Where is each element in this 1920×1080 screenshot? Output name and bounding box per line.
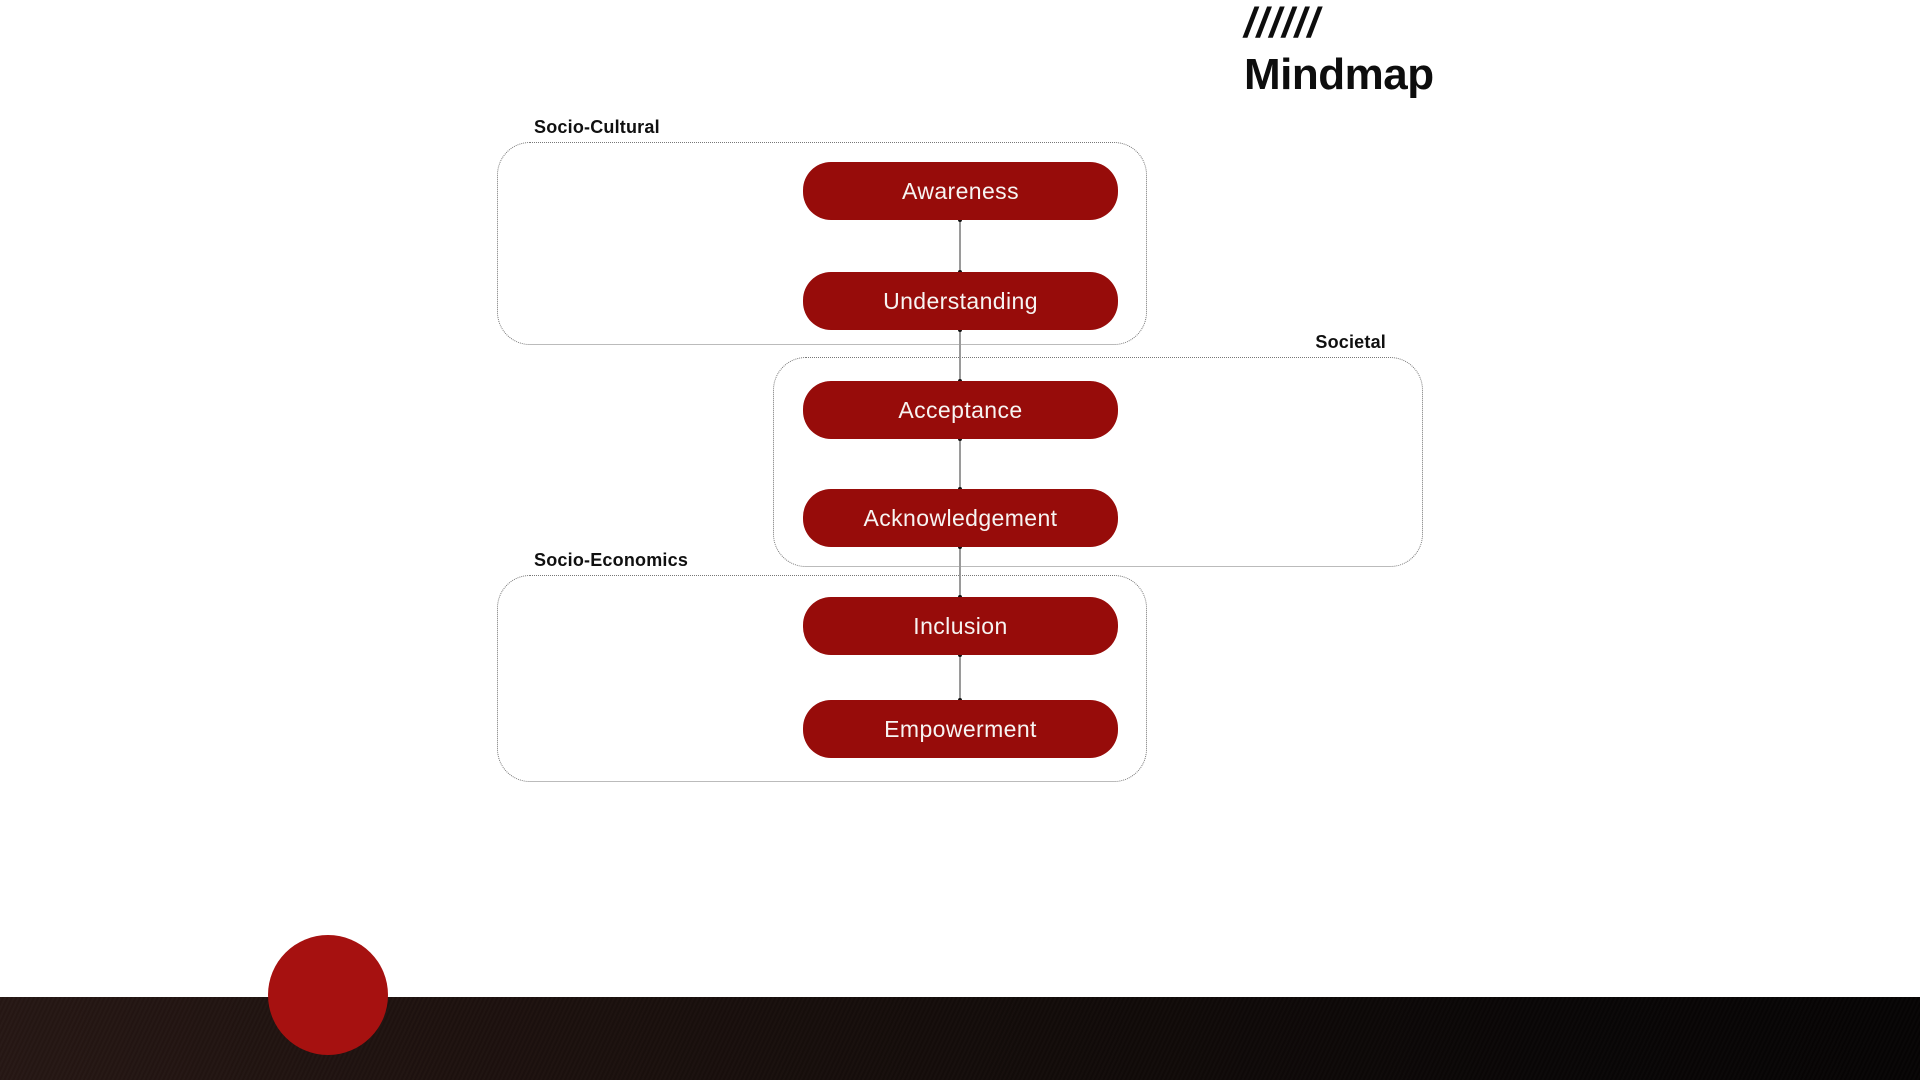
group-socio-economics: Socio-Economics	[497, 550, 1147, 782]
title-slashes-decoration: //////	[1244, 0, 1321, 46]
page-title: Mindmap	[1244, 50, 1434, 99]
node-empowerment: Empowerment	[803, 700, 1118, 758]
node-inclusion: Inclusion	[803, 597, 1118, 655]
node-acknowledgement: Acknowledgement	[803, 489, 1118, 547]
title-block: ////// Mindmap	[1244, 2, 1434, 97]
connector-understanding-acceptance	[959, 330, 961, 381]
node-awareness: Awareness	[803, 162, 1118, 220]
group-label-socio-cultural: Socio-Cultural	[534, 117, 660, 137]
node-understanding: Understanding	[803, 272, 1118, 330]
group-label-societal: Societal	[1315, 332, 1386, 352]
connector-inclusion-empowerment	[959, 655, 961, 700]
group-societal: Societal	[773, 332, 1423, 567]
node-acceptance: Acceptance	[803, 381, 1118, 439]
group-label-socio-economics: Socio-Economics	[534, 550, 689, 570]
group-socio-cultural: Socio-Cultural	[497, 117, 1147, 345]
connector-acceptance-acknowledgement	[959, 439, 961, 489]
connector-acknowledgement-inclusion	[959, 547, 961, 597]
accent-circle-decoration	[268, 935, 388, 1055]
connector-awareness-understanding	[959, 220, 961, 272]
